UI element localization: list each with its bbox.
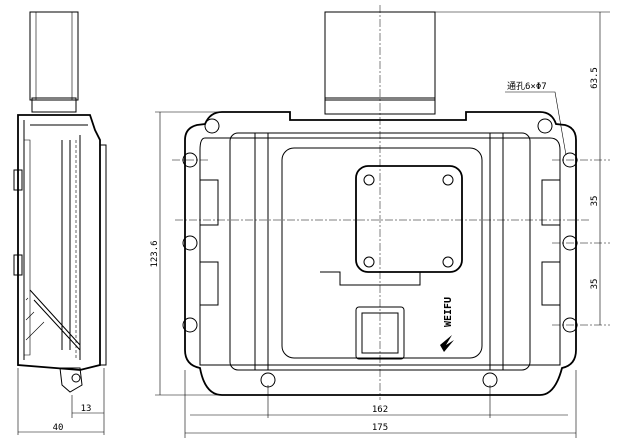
dim-40: 40	[53, 423, 64, 433]
weifu-logo: WEIFU	[443, 297, 454, 327]
side-view	[13, 11, 107, 435]
dim-162: 162	[372, 405, 388, 415]
dim-123-6: 123.6	[150, 240, 160, 267]
dim-35-upper: 35	[590, 196, 600, 207]
dim-13: 13	[81, 404, 92, 414]
dim-175: 175	[372, 423, 388, 433]
weifu-logo-mark	[440, 335, 454, 352]
front-view	[155, 5, 610, 438]
dim-63-5: 63.5	[590, 67, 600, 89]
hole-note: 通孔6×Φ7	[507, 81, 547, 92]
dim-35-lower: 35	[590, 279, 600, 290]
